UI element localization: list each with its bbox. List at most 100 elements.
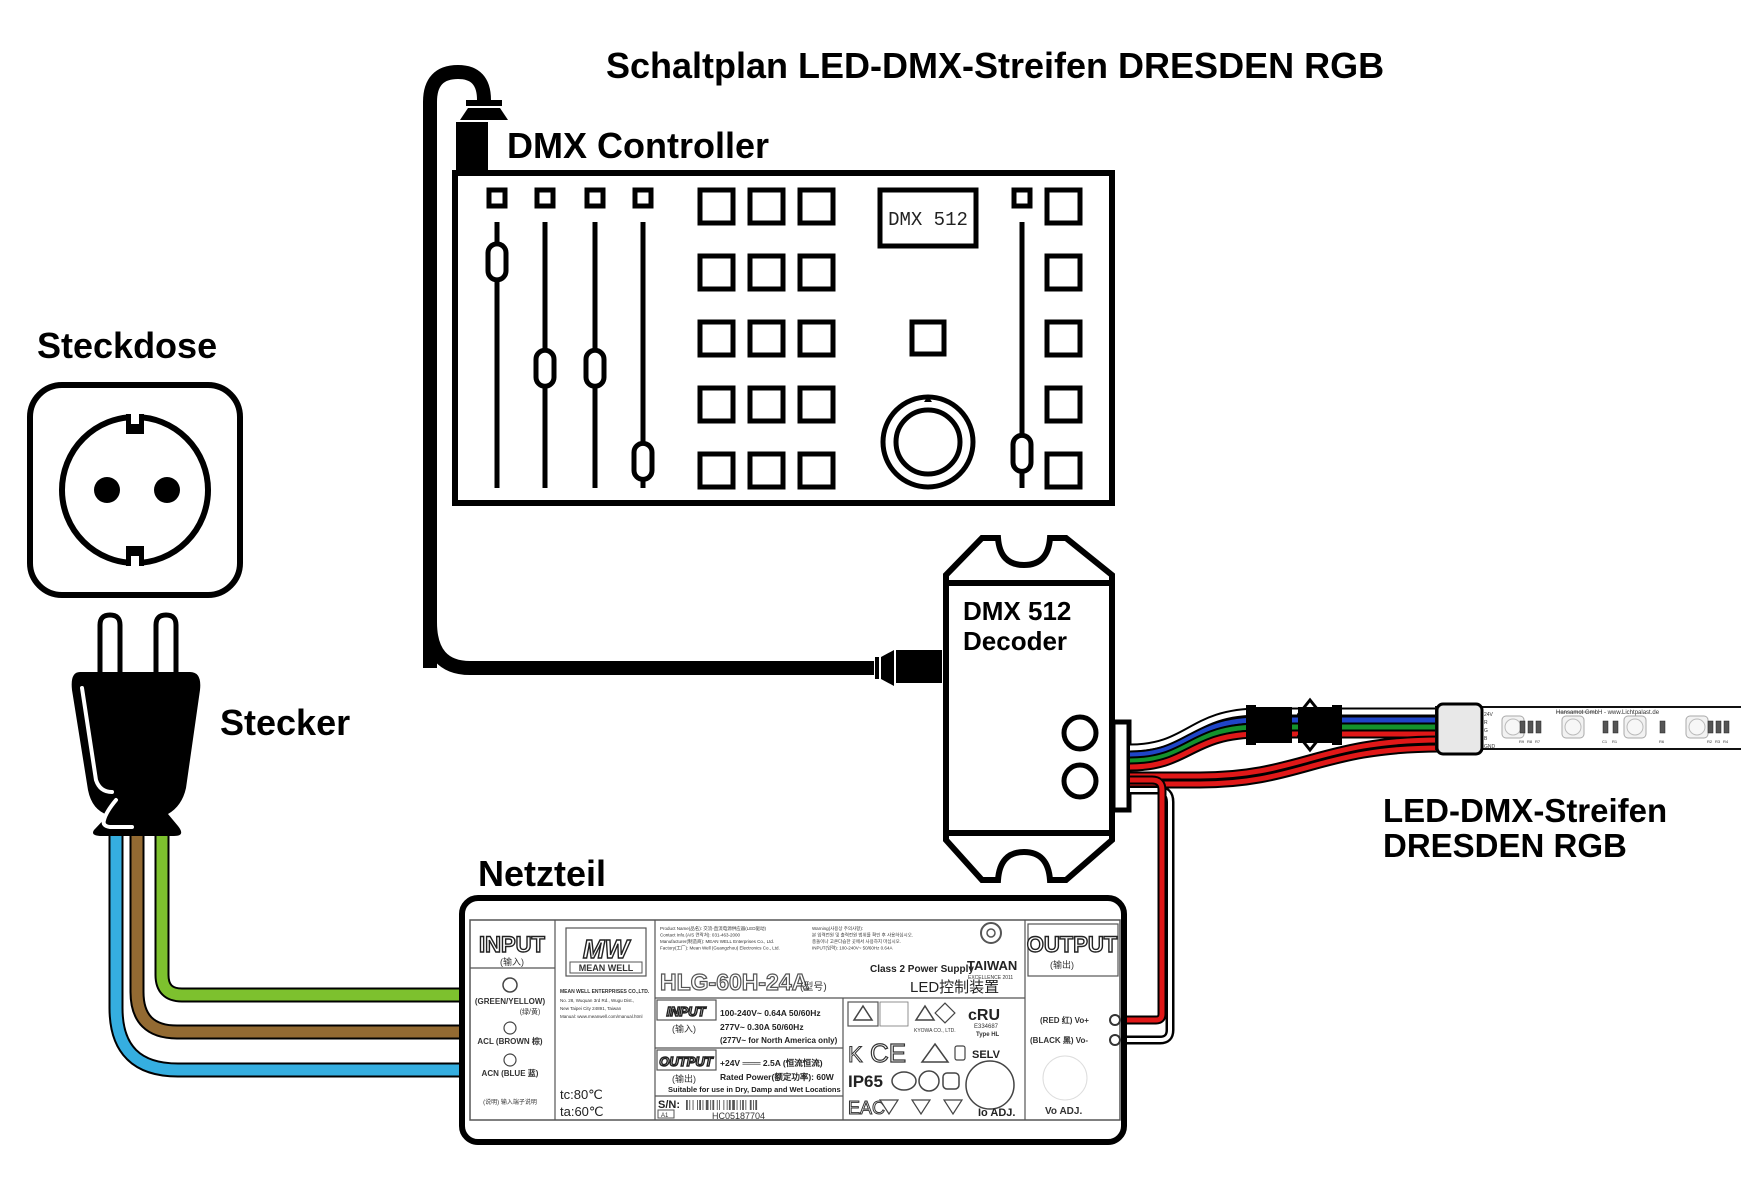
label-address2: New Taipei City 24891, Taiwan [560,1006,622,1011]
barcode-bar [712,1100,715,1110]
label-input-title: INPUT [479,932,546,957]
grid-button[interactable] [747,187,786,226]
label-warning-line: INPUT(입력): 100-240V~ 50/60Hz 0.64A [812,945,892,952]
jog-wheel-inner [893,407,963,477]
strip-pad-label: R [1484,720,1488,726]
label-vo-negative: (BLACK 黑) Vo- [1030,1035,1088,1045]
led-strip: Hansamot GmbH - www.Lichtpalast.de 24VRG… [1435,702,1741,756]
grid-button[interactable] [697,253,736,292]
barcode-bar [702,1100,704,1110]
right-button-column [1044,187,1083,490]
outlet-label: Steckdose [37,325,217,366]
strip-resistor [1612,720,1619,734]
grid-button[interactable] [697,385,736,424]
barcode-bar [686,1100,688,1110]
display-text: DMX 512 [888,209,968,231]
label-output-sub: (输出) [1050,959,1074,970]
label-ul-type: Type HL [976,1032,1000,1038]
wire-strip-power-a [1130,737,1441,779]
strip-component-label: R9 [1519,739,1525,744]
fader-knob-1[interactable] [485,241,509,283]
wire-neutral [110,836,464,1076]
label-warning-line: Warning(사용상 주의사항): [812,925,863,932]
fader-led-1 [486,187,508,209]
socket-hole-left [94,477,120,503]
strip-resistor [1723,720,1730,734]
certification-marks: KYOWA CO., LTD. cRU E334687 Type HL K CE… [847,1001,1016,1119]
grid-button[interactable] [697,451,736,490]
decoder-label-line2: Decoder [963,626,1067,656]
dmx-cable-upper [423,64,491,668]
xlr-connector-bottom [875,650,942,686]
strip-component-label: R7 [1535,739,1541,744]
grid-button[interactable] [697,319,736,358]
select-button[interactable] [909,319,947,357]
controller-display [877,187,979,249]
wire-live [131,836,464,1038]
grid-button[interactable] [797,187,836,226]
label-warning-line: 본 입력전원 및 출력전원 범위를 확인 후 사용하십시오. [812,932,913,939]
grid-button[interactable] [797,253,836,292]
label-wire-acl: ACL (BROWN 棕) [477,1036,543,1046]
label-output-title: OUTPUT [1027,932,1118,957]
xlr-connector-top [456,100,508,172]
right-button[interactable] [1044,451,1083,490]
label-model: HLG-60H-24A [660,969,808,995]
diagram-title: Schaltplan LED-DMX-Streifen DRESDEN RGB [606,45,1384,86]
strip-label-line2: DRESDEN RGB [1383,827,1627,864]
strip-resistor [1659,720,1666,734]
grid-button[interactable] [797,385,836,424]
right-button[interactable] [1044,187,1083,226]
barcode-bar [723,1100,725,1110]
dc-wire-positive [1116,777,1165,1023]
label-input-spec3: (277V~ for North America only) [720,1036,838,1045]
barcode-bar [736,1100,738,1110]
grid-button[interactable] [747,451,786,490]
decoder-led-1 [1061,714,1099,752]
label-output-box: OUTPUT [659,1054,714,1069]
fader-led-4 [632,187,654,209]
rcm-mark-icon [920,1042,950,1063]
vo-adj-potentiometer[interactable] [1042,1055,1088,1101]
right-fader-knob[interactable] [1010,432,1034,474]
wall-outlet [27,382,243,598]
fader-knob-4[interactable] [631,440,655,482]
wire-live-outline [129,836,464,1040]
barcode-bar [719,1100,720,1110]
dc-wires [1116,775,1175,1045]
fader-knob-3[interactable] [583,347,607,389]
grid-button[interactable] [797,319,836,358]
grid-button[interactable] [747,253,786,292]
right-button[interactable] [1044,253,1083,292]
grid-button[interactable] [747,319,786,358]
barcode-bar [755,1100,758,1110]
grid-button[interactable] [697,187,736,226]
label-sn: S/N: [658,1099,680,1111]
label-ul-file: E334687 [974,1024,999,1030]
label-product-line: Contact Info.(A/S 연락처): 031-463-2000 [660,932,740,939]
label-address1: No. 28, Wuquan 3rd Rd., Wugu Dist., [560,998,634,1003]
barcode-bar [705,1100,709,1110]
strip-pad-label: 24V [1484,712,1494,718]
barcode-bar [732,1100,735,1110]
grid-button[interactable] [797,451,836,490]
label-input-box-sub: (输入) [672,1023,696,1034]
right-button[interactable] [1044,385,1083,424]
right-fader-led [1011,187,1033,209]
right-button[interactable] [1044,319,1083,358]
fader-group [485,187,655,488]
right-fader[interactable] [1010,187,1034,488]
fader-knob-2[interactable] [533,347,557,389]
strip-led-lens [1564,718,1582,736]
plug-body [71,672,201,836]
grid-button[interactable] [747,385,786,424]
rgb-plug-connector [1246,697,1342,753]
fader-led-3 [584,187,606,209]
label-tc: tc:80℃ [560,1087,603,1102]
strip-led-lens [1504,718,1522,736]
io-adj-potentiometer[interactable] [965,1060,1015,1110]
power-plug [71,612,201,836]
barcode-bar [745,1100,747,1110]
label-product-line: Factory(工厂): Mean Well (Guangzhou) Elect… [660,946,780,952]
